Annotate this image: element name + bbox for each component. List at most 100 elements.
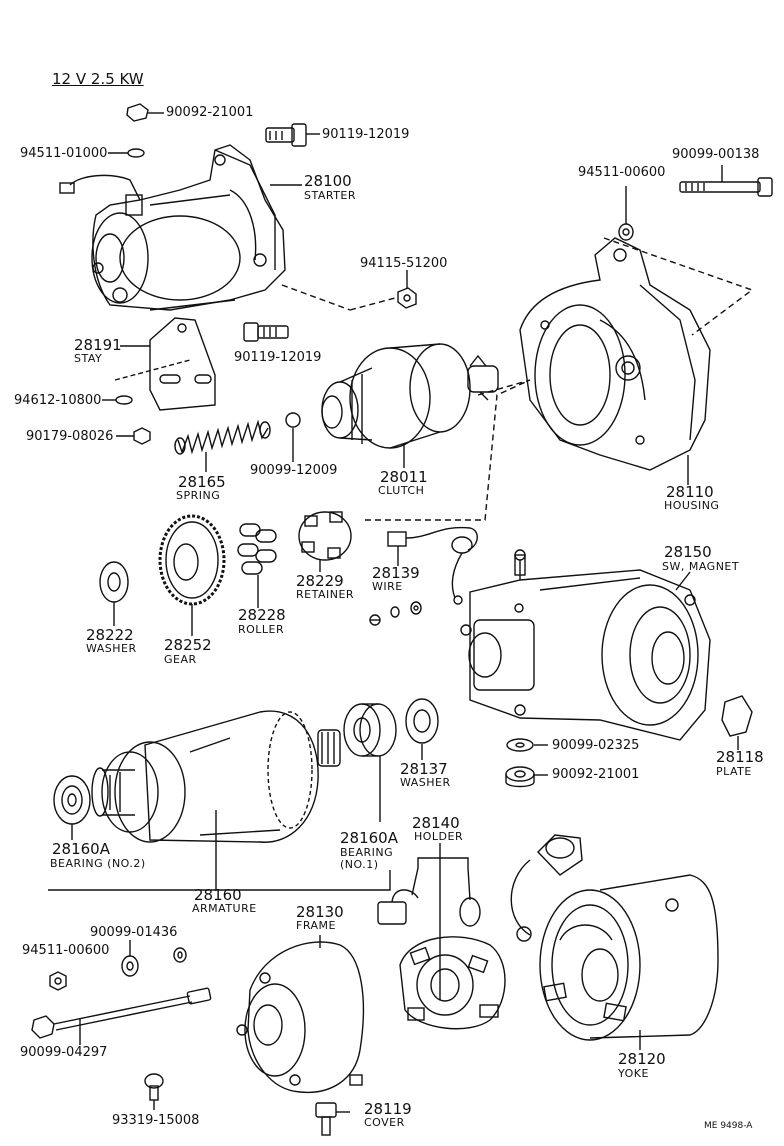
part-number-screw: 93319-15008 xyxy=(112,1113,200,1128)
part-number-yoke: 28120 xyxy=(618,1050,666,1068)
nut-top-part xyxy=(126,103,164,122)
part-number-ball: 90099-12009 xyxy=(250,463,338,478)
leader-dashed xyxy=(365,379,531,521)
part-number-bolt-top: 90119-12019 xyxy=(322,127,410,142)
armature-drawing xyxy=(91,710,341,890)
starter-assembly-drawing xyxy=(59,144,302,311)
through-bolt-part xyxy=(31,987,212,1045)
part-name-frame: FRAME xyxy=(296,919,336,932)
bearing-no2-part xyxy=(53,775,91,840)
part-name-bearing1-no: (NO.1) xyxy=(340,858,379,871)
leader-dashed xyxy=(603,237,754,336)
part-number-retainer: 28229 xyxy=(296,572,344,590)
part-number-clutch: 28011 xyxy=(380,468,428,486)
part-number-nut-stay: 90179-08026 xyxy=(26,429,114,444)
part-name-wire: WIRE xyxy=(372,580,403,593)
part-name-holder: HOLDER xyxy=(414,830,464,843)
part-number-washer2: 28137 xyxy=(400,760,448,778)
magnet-switch-drawing xyxy=(460,549,711,741)
part-name-starter: STARTER xyxy=(304,189,357,202)
leader-dashed xyxy=(281,284,351,311)
part-number-cover: 28119 xyxy=(364,1100,412,1118)
clutch-drawing xyxy=(321,343,499,468)
spring-drawing xyxy=(174,419,271,472)
part-number-nut-mid: 94115-51200 xyxy=(360,256,448,271)
part-number-plate: 28118 xyxy=(716,748,764,766)
plate-part xyxy=(721,695,753,750)
part-number-housing: 28110 xyxy=(666,483,714,501)
wire-drawing xyxy=(387,526,478,605)
part-number-stud-bolt: 90099-00138 xyxy=(672,147,760,162)
part-number-magnet: 28150 xyxy=(664,543,712,561)
yoke-drawing xyxy=(510,834,719,1050)
stud-bolt-part xyxy=(679,165,773,197)
part-name-washer: WASHER xyxy=(86,642,137,655)
part-number-washer-right: 94511-00600 xyxy=(578,165,666,180)
reference-code: ME 9498-A xyxy=(704,1121,753,1131)
washer-frame-part xyxy=(121,940,139,977)
bearing-no1-part xyxy=(343,703,397,822)
part-number-washer-bolt: 94511-00600 xyxy=(22,943,110,958)
part-number-through-bolt: 90099-04297 xyxy=(20,1045,108,1060)
part-name-roller: ROLLER xyxy=(238,623,285,636)
part-name-magnet: SW, MAGNET xyxy=(662,560,740,573)
washer-top-left-part xyxy=(108,148,145,158)
washer-28137-part xyxy=(405,698,439,760)
part-name-plate: PLATE xyxy=(716,765,752,778)
cover-part xyxy=(315,1102,350,1136)
part-name-washer2: WASHER xyxy=(400,776,451,789)
part-number-washer-stay: 94612-10800 xyxy=(14,393,102,408)
washer-magnet-part xyxy=(506,738,548,752)
gear-drawing xyxy=(158,514,226,636)
part-number-washer-top-left: 94511-01000 xyxy=(20,146,108,161)
part-number-frame: 28130 xyxy=(296,903,344,921)
bolt-top-part xyxy=(265,123,320,147)
part-number-bearing1: 28160A xyxy=(340,829,398,847)
part-number-armature: 28160 xyxy=(194,886,242,904)
part-number-roller: 28228 xyxy=(238,606,286,624)
holder-drawing xyxy=(377,843,506,1030)
part-number-holder: 28140 xyxy=(412,814,460,832)
washer-frame-2-part xyxy=(173,947,187,963)
retainer-drawing xyxy=(298,511,352,572)
part-name-armature: ARMATURE xyxy=(192,902,257,915)
bolt-stay-part xyxy=(243,322,289,342)
diagram-title: 12 V 2.5 KW xyxy=(52,70,144,88)
armature-bracket xyxy=(48,870,391,891)
frame-drawing xyxy=(236,935,365,1094)
housing-drawing xyxy=(519,237,711,485)
washer-28222-part xyxy=(99,561,129,626)
part-number-gear: 28252 xyxy=(164,636,212,654)
part-name-bearing2: BEARING (NO.2) xyxy=(50,857,146,870)
part-number-washer-magnet: 90099-02325 xyxy=(552,738,640,753)
part-name-gear: GEAR xyxy=(164,653,197,666)
leader-dashed xyxy=(349,297,396,311)
part-number-washer: 28222 xyxy=(86,626,134,644)
ball-part xyxy=(285,412,301,428)
part-number-spring: 28165 xyxy=(178,473,226,491)
part-number-stay: 28191 xyxy=(74,336,122,354)
part-number-starter: 28100 xyxy=(304,172,352,190)
small-screws-part xyxy=(369,601,422,626)
part-number-wire: 28139 xyxy=(372,564,420,582)
washer-stay-part xyxy=(102,395,133,405)
part-number-nut-top: 90092-21001 xyxy=(166,105,254,120)
nut-stay-part xyxy=(116,427,151,445)
part-number-nut-magnet: 90092-21001 xyxy=(552,767,640,782)
part-number-bearing2: 28160A xyxy=(52,840,110,858)
part-name-cover: COVER xyxy=(364,1116,405,1129)
roller-drawing xyxy=(237,523,277,608)
part-name-spring: SPRING xyxy=(176,489,221,502)
part-name-bearing1: BEARING xyxy=(340,846,394,859)
washer-bolt-part xyxy=(49,971,67,991)
nut-mid-part xyxy=(397,270,417,309)
part-name-stay: STAY xyxy=(74,352,103,365)
part-number-washer-frame: 90099-01436 xyxy=(90,925,178,940)
screw-part xyxy=(144,1073,164,1110)
part-name-housing: HOUSING xyxy=(664,499,720,512)
part-number-bolt-stay: 90119-12019 xyxy=(234,350,322,365)
nut-magnet-part xyxy=(505,766,548,788)
part-name-clutch: CLUTCH xyxy=(378,484,425,497)
